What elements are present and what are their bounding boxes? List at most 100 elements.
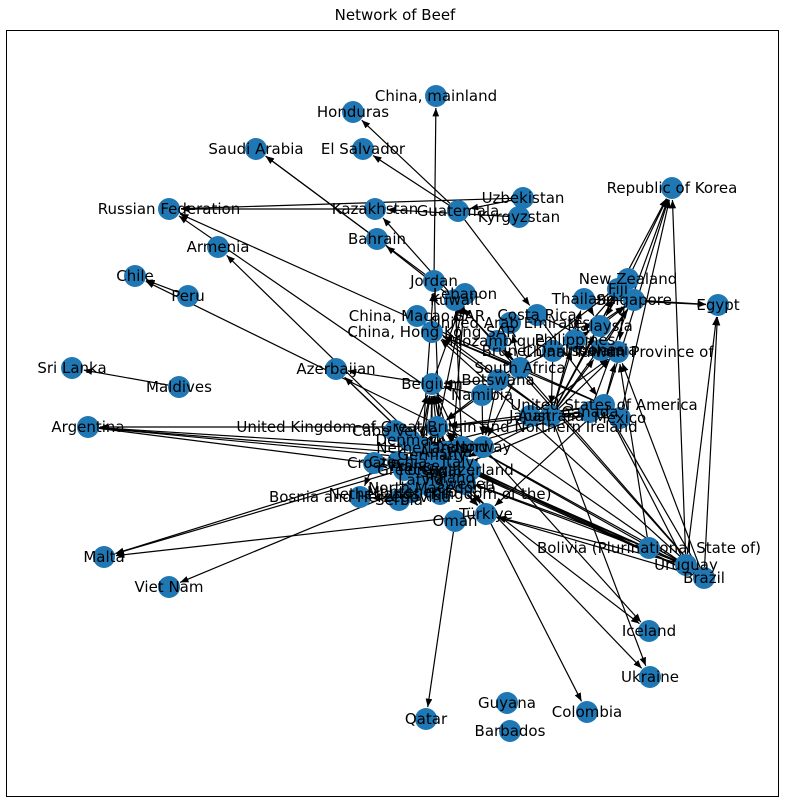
node-label-croatia: Croatia	[347, 454, 401, 472]
node-south-africa	[509, 357, 531, 379]
edge-uruguay-to-usa	[608, 415, 682, 556]
chart-title: Network of Beef	[334, 6, 456, 24]
edge-guatemala-to-costa-rica	[464, 219, 531, 306]
edge-costa-rica-to-usa	[543, 323, 598, 396]
node-uruguay	[675, 554, 697, 576]
edge-indonesia-to-singapore	[606, 309, 628, 342]
node-label-kuwait: Kuwait	[430, 291, 480, 309]
node-label-japan: Japan	[508, 407, 551, 425]
node-label-lebanon: Lebanon	[433, 285, 497, 303]
node-label-barbados: Barbados	[475, 722, 546, 740]
node-label-chile: Chile	[116, 267, 154, 285]
node-mozambique	[486, 330, 508, 352]
node-label-ukraine: Ukraine	[621, 668, 679, 686]
node-label-oman: Oman	[432, 512, 477, 530]
node-armenia	[207, 236, 229, 258]
edge-australia-to-china-taiwan	[558, 359, 610, 409]
node-label-mexico: Mexico	[594, 409, 646, 427]
node-label-uzbekistan: Uzbekistan	[482, 189, 565, 207]
node-label-colombia: Colombia	[552, 703, 623, 721]
edge-usa-to-turkiye	[494, 412, 597, 507]
edge-singapore-to-egypt	[644, 300, 707, 308]
edge-norway-to-iceland	[489, 454, 642, 623]
edge-thailand-to-malaysia	[586, 306, 595, 316]
node-label-qatar: Qatar	[405, 710, 448, 728]
edge-belgium-to-lebanon	[435, 305, 462, 374]
node-label-costa-rica: Costa Rica	[497, 306, 576, 324]
node-label-jordan: Jordan	[409, 272, 458, 290]
edge-argentina-to-italy	[98, 427, 447, 464]
node-label-czechia: Czechia	[369, 453, 428, 471]
edge-new-zealand-to-republic-of-korea	[632, 198, 668, 270]
node-label-italy: Italy	[442, 453, 475, 471]
edge-croatia-to-bosnia	[364, 472, 371, 487]
edge-namibia-to-norway	[479, 405, 486, 436]
node-china-hong-kong-sar	[421, 321, 443, 343]
node-label-mozambique: Mozambique	[449, 332, 545, 350]
edge-oman-to-qatar	[425, 531, 454, 708]
edge-uzbekistan-to-russian-federation	[180, 197, 513, 212]
node-ukraine	[639, 666, 661, 688]
node-philippines	[564, 329, 586, 351]
node-namibia	[471, 384, 493, 406]
node-label-austria: Austria	[420, 443, 473, 461]
node-label-russian-federation: Russian Federation	[98, 200, 240, 218]
node-guatemala	[447, 200, 469, 222]
node-united-arab-emirates	[499, 312, 521, 334]
node-barbados	[499, 720, 521, 742]
node-label-viet-nam: Viet Nam	[134, 578, 203, 596]
node-thailand	[573, 288, 595, 310]
edge-south-africa-to-united-arab-emirates	[511, 334, 519, 358]
node-maldives	[168, 376, 190, 398]
node-label-malta: Malta	[83, 548, 124, 566]
edge-jordan-to-china-mainland	[432, 107, 440, 271]
node-label-namibia: Namibia	[451, 386, 513, 404]
node-indonesia	[590, 339, 612, 361]
node-label-el-salvador: El Salvador	[321, 140, 406, 158]
node-azerbaijan	[325, 358, 347, 380]
node-label-france: France	[390, 457, 440, 475]
node-egypt	[707, 294, 729, 316]
node-label-new-zealand: New Zealand	[579, 270, 678, 288]
node-uk	[426, 416, 448, 438]
node-label-china-macao-sar: China, Macao SAR	[349, 307, 485, 325]
node-label-germany: Germany	[398, 446, 467, 464]
node-label-kyrgyzstan: Kyrgyzstan	[478, 208, 560, 226]
node-label-argentina: Argentina	[51, 418, 124, 436]
node-mexico	[609, 407, 631, 429]
node-colombia	[576, 701, 598, 723]
node-oman	[444, 510, 466, 532]
node-label-turkiye: Türkiye	[458, 505, 513, 523]
node-saudi-arabia	[245, 138, 267, 160]
node-label-egypt: Egypt	[696, 296, 739, 314]
edge-australia-to-singapore	[556, 309, 628, 408]
edge-norway-to-chile	[145, 280, 474, 443]
node-label-sweden: Sweden	[435, 475, 494, 493]
node-label-azerbaijan: Azerbaijan	[296, 360, 375, 378]
node-label-armenia: Armenia	[187, 238, 250, 256]
node-jordan	[423, 270, 445, 292]
node-label-botswana: Botswana	[461, 371, 534, 389]
edge-germany-to-armenia	[226, 254, 425, 448]
edge-uzbekistan-to-guatemala	[469, 199, 513, 211]
edge-brazil-to-usa	[609, 415, 700, 569]
node-china-macao-sar	[406, 305, 428, 327]
node-label-norway: Norway	[455, 438, 512, 456]
node-canada	[579, 401, 601, 423]
node-label-guatemala: Guatemala	[417, 202, 500, 220]
edge-botswana-to-south-africa	[500, 373, 510, 381]
node-guyana	[496, 692, 518, 714]
node-label-bolivia: Bolivia (Plurinational State of)	[537, 539, 761, 557]
node-croatia	[363, 452, 385, 474]
node-label-belgium: Belgium	[401, 375, 463, 393]
node-label-australia: Australia	[518, 407, 584, 425]
edge-brazil-to-turkiye	[497, 516, 694, 576]
edge-maldives-to-sri-lanka	[83, 368, 169, 386]
node-malaysia	[589, 315, 611, 337]
node-chile	[124, 265, 146, 287]
node-label-netherlands: Netherlands	[376, 439, 468, 457]
node-label-iceland: Iceland	[622, 622, 676, 640]
edge-south-africa-to-norway	[487, 377, 516, 437]
node-label-united-arab-emirates: United Arab Emirates	[430, 314, 591, 332]
